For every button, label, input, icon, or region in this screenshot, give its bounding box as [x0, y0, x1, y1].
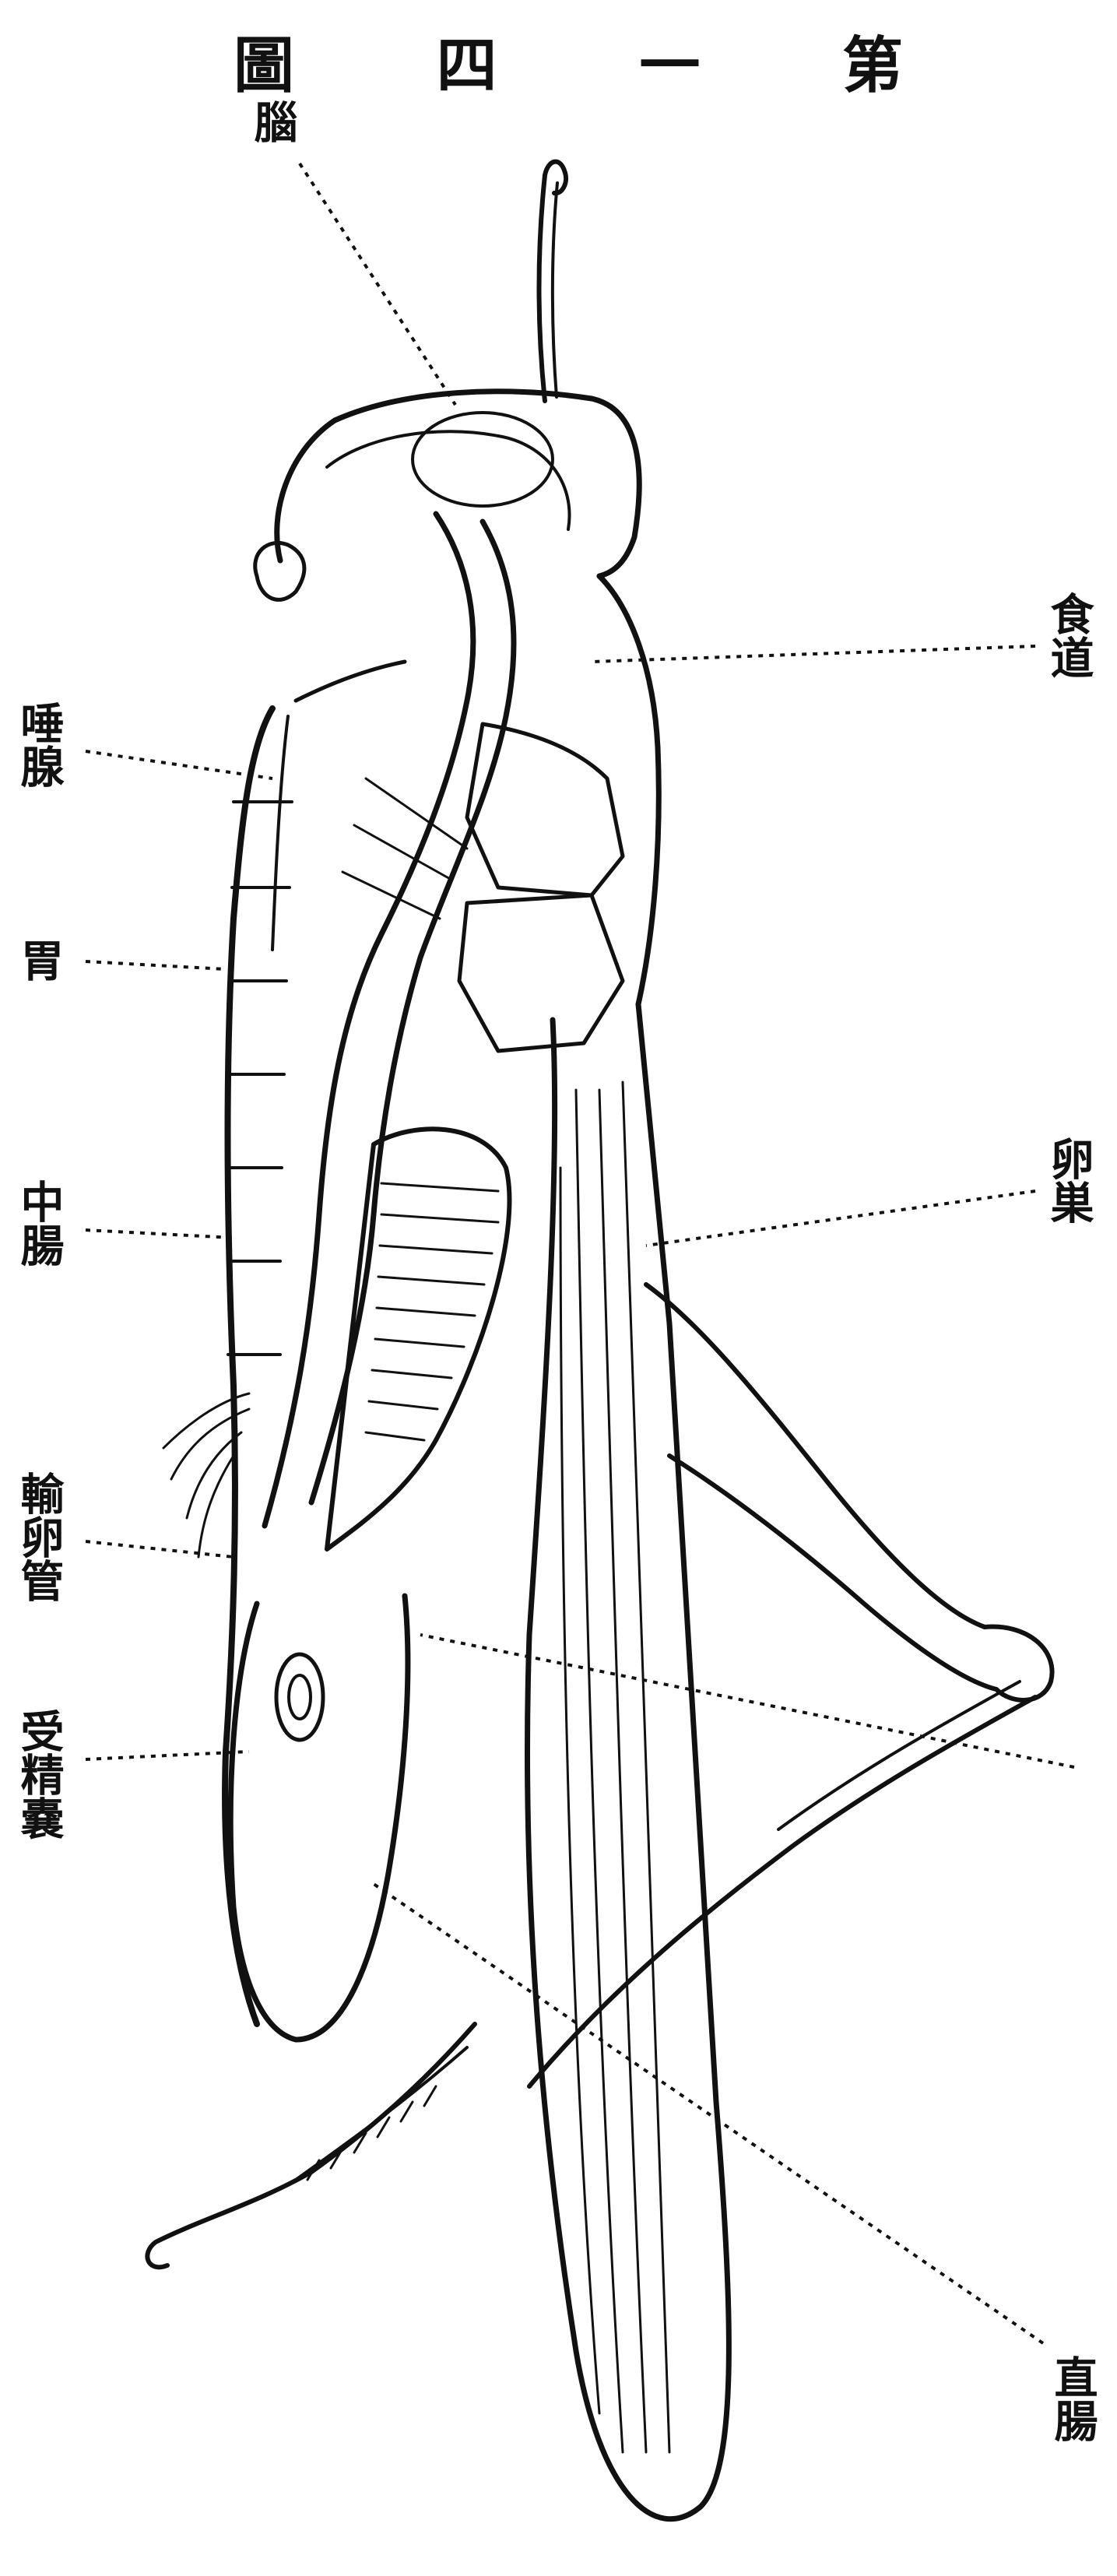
label-salivary-gland: 唾腺 — [17, 701, 61, 788]
middle-leg — [147, 2024, 475, 2267]
label-brain: 腦 — [251, 100, 294, 143]
label-ovary: 卵巣 — [1047, 1137, 1091, 1224]
leader-stomach — [86, 961, 226, 969]
label-esophagus: 食道 — [1047, 592, 1091, 679]
leader-ovary — [646, 1191, 1035, 1246]
leader-extra — [420, 1635, 1074, 1767]
label-rectum: 直腸 — [1051, 2355, 1094, 2442]
leader-brain — [300, 163, 455, 405]
leader-oviduct — [86, 1541, 234, 1557]
label-midgut: 中腸 — [17, 1179, 61, 1267]
label-oviduct: 輸卵管 — [17, 1471, 61, 1602]
hind-leg-femur — [646, 1284, 985, 1627]
head-outline — [277, 392, 639, 576]
hind-leg-tibia — [529, 1697, 1035, 2086]
leader-midgut — [86, 1230, 234, 1238]
leader-salivary — [86, 751, 272, 778]
digestive-tract — [265, 514, 473, 1526]
seminal-receptacle — [276, 1654, 323, 1740]
label-seminal-receptacle: 受精嚢 — [17, 1709, 61, 1840]
label-stomach: 胃 — [17, 938, 61, 982]
leader-esophagus — [592, 646, 1035, 662]
